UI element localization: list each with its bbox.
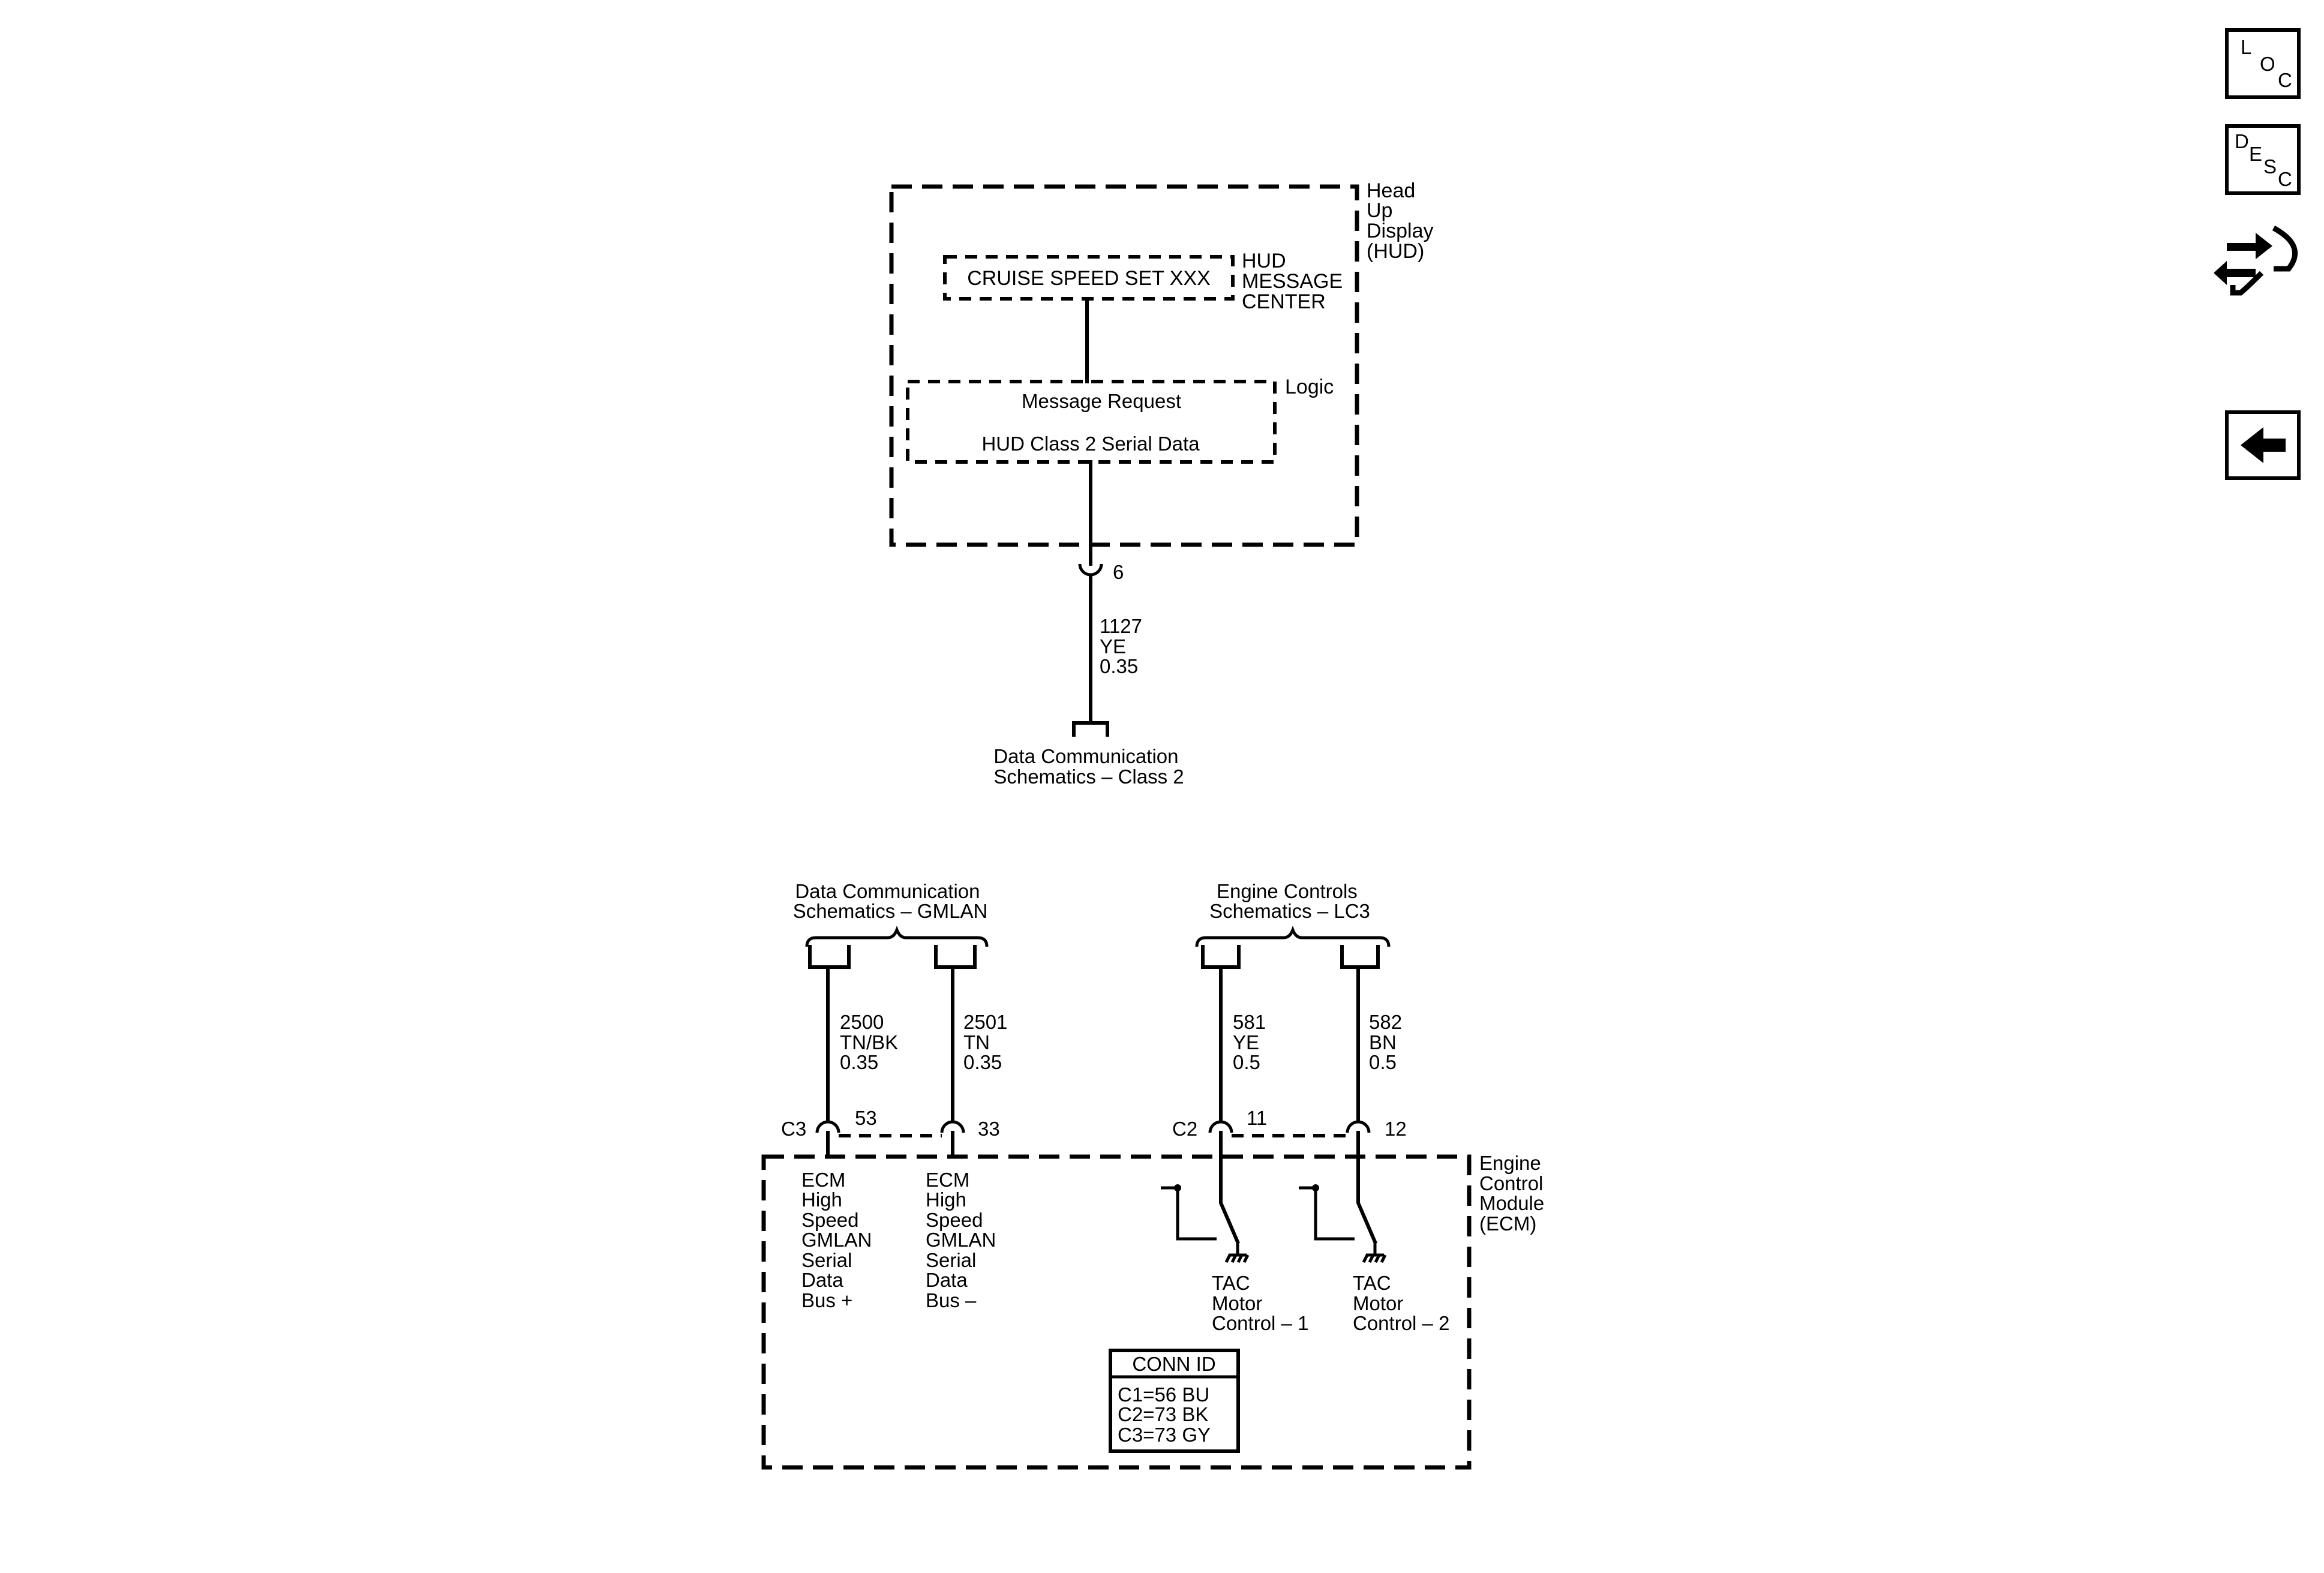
tac-motor-control-1-label: TAC Motor Control – 1 [1212, 1272, 1308, 1334]
conn-id-row-3: C3=73 GY [1118, 1424, 1211, 1446]
gmlan-pin-right: 33 [978, 1118, 1000, 1140]
location-button[interactable]: L O C [2225, 28, 2301, 99]
engine-terminal-right-icon [1340, 945, 1380, 969]
ecm-bus-minus-label: ECM High Speed GMLAN Serial Data Bus – [926, 1169, 1002, 1311]
engine-pin-11-icon [1208, 1120, 1233, 1133]
svg-text:O: O [2260, 53, 2275, 75]
tac-motor-control-1-switch-icon [1161, 1153, 1250, 1263]
ecm-module-border [761, 1154, 1472, 1470]
svg-text:L: L [2241, 36, 2251, 58]
engine-pin-right: 12 [1385, 1118, 1407, 1140]
gmlan-terminal-right-icon [934, 945, 977, 969]
hud-module-border [889, 184, 1359, 547]
connector-end-view-icon[interactable] [2214, 226, 2298, 296]
conn-id-row-1: C1=56 BU [1118, 1383, 1209, 1406]
hud-wire-label: 1127 YE 0.35 [1100, 615, 1148, 677]
engine-connector-id: C2 [1172, 1118, 1197, 1140]
back-arrow-icon [2241, 427, 2286, 463]
svg-text:C: C [2278, 168, 2292, 190]
svg-text:C: C [2278, 69, 2292, 91]
ecm-module: Engine Control Module (ECM) ECM High Spe… [761, 1152, 1550, 1470]
ecm-title: Engine Control Module (ECM) [1479, 1152, 1550, 1235]
gmlan-wire-right-label: 2501 TN 0.35 [963, 1011, 1013, 1073]
gmlan-wire-left-label: 2500 TN/BK 0.35 [840, 1011, 903, 1073]
description-button[interactable]: D E S C [2225, 124, 2301, 195]
tac-motor-control-2-switch-icon [1299, 1153, 1387, 1263]
hud-module: Head Up Display (HUD) CRUISE SPEED SET X… [889, 179, 1439, 788]
conn-id-row-2: C2=73 BK [1118, 1403, 1208, 1425]
engine-controls-reference: Engine Controls Schematics – LC3 581 YE … [1172, 880, 1407, 1157]
conn-id-table: CONN ID C1=56 BU C2=73 BK C3=73 GY [1109, 1349, 1240, 1453]
engine-pin-left: 11 [1247, 1107, 1267, 1129]
engine-pin-12-icon [1346, 1120, 1371, 1133]
conn-id-header: CONN ID [1132, 1353, 1215, 1375]
back-arrow-button[interactable] [2225, 410, 2301, 480]
hud-title: Head Up Display (HUD) [1367, 179, 1439, 263]
engine-terminal-left-icon [1201, 945, 1241, 969]
gmlan-bracket-icon [805, 926, 989, 947]
hud-logic-box [906, 380, 1277, 464]
tac2-ground-icon [1362, 1253, 1387, 1263]
gmlan-pin-53-icon [815, 1120, 840, 1133]
svg-text:E: E [2249, 143, 2262, 165]
svg-text:D: D [2235, 130, 2249, 152]
hud-message-center-label: HUD MESSAGE CENTER [1242, 250, 1349, 313]
hud-class2-reference: Data Communication Schematics – Class 2 [993, 745, 1184, 788]
gmlan-terminal-left-icon [808, 945, 851, 969]
gmlan-pin-left: 53 [855, 1107, 877, 1129]
tac-motor-control-2-label: TAC Motor Control – 2 [1353, 1272, 1449, 1334]
hud-logic-line1: Message Request [1022, 390, 1181, 412]
gmlan-reference: Data Communication Schematics – GMLAN 25… [781, 880, 1013, 1157]
tac1-ground-icon [1224, 1253, 1250, 1263]
engine-reference-label: Engine Controls Schematics – LC3 [1209, 880, 1370, 922]
ecm-bus-plus-label: ECM High Speed GMLAN Serial Data Bus + [801, 1169, 878, 1311]
engine-wire-right-label: 582 BN 0.5 [1369, 1011, 1407, 1073]
hud-logic-label: Logic [1285, 376, 1334, 398]
hud-logic-line2: HUD Class 2 Serial Data [981, 433, 1200, 455]
hud-pin-number: 6 [1113, 561, 1124, 583]
engine-wire-left-label: 581 YE 0.5 [1233, 1011, 1271, 1073]
gmlan-reference-label: Data Communication Schematics – GMLAN [793, 880, 988, 922]
hud-message-center-text: CRUISE SPEED SET XXX [967, 267, 1211, 290]
gmlan-connector-id: C3 [781, 1118, 806, 1140]
svg-text:S: S [2263, 155, 2277, 178]
engine-bracket-icon [1195, 926, 1391, 947]
gmlan-pin-33-icon [940, 1120, 965, 1133]
hud-splice-terminal-icon [1072, 721, 1109, 737]
